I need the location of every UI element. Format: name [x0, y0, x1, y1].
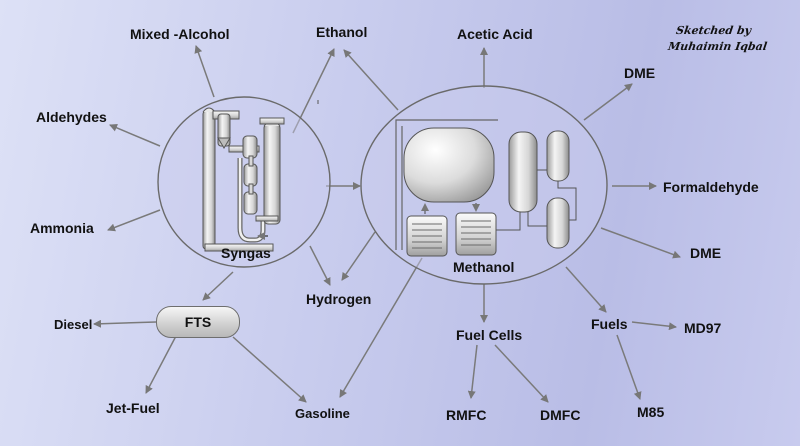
label-dme-right: DME: [690, 245, 722, 261]
label-fuels: Fuels: [591, 316, 628, 332]
label-jet-fuel: Jet-Fuel: [106, 400, 160, 416]
label-acetic-acid: Acetic Acid: [457, 26, 533, 42]
arrow-syngas-mixed-alcohol: [194, 45, 215, 98]
label-formaldehyde: Formaldehyde: [663, 179, 759, 195]
label-hydrogen: Hydrogen: [306, 291, 372, 307]
fts-node: FTS: [156, 306, 240, 338]
arrow-syngas-aldehydes: [109, 124, 161, 147]
label-mixed-alcohol: Mixed -Alcohol: [130, 26, 230, 42]
arrow-methanol-dme-right: [600, 227, 681, 259]
arrow-syngas-fts: [202, 271, 234, 301]
arrow-syngas-hydrogen: [309, 245, 331, 286]
label-fuel-cells: Fuel Cells: [456, 327, 523, 343]
label-dme-top: DME: [624, 65, 656, 81]
label-md97: MD97: [684, 320, 722, 336]
label-ethanol: Ethanol: [316, 24, 368, 40]
arrow-fuelcells-dmfc: [494, 344, 549, 403]
fts-label: FTS: [184, 314, 212, 330]
syngas-apparatus-icon: [202, 107, 285, 252]
arrow-fuelcells-rmfc: [467, 344, 478, 399]
label-rmfc: RMFC: [446, 407, 487, 423]
label-syngas: Syngas: [221, 245, 271, 261]
label-aldehydes: Aldehydes: [36, 109, 107, 125]
arrow-methanol-dme-top: [583, 83, 633, 121]
label-m85: M85: [637, 404, 665, 420]
arrow-methanol-gasoline: [339, 257, 423, 398]
label-gasoline: Gasoline: [295, 406, 350, 421]
label-methanol: Methanol: [453, 259, 515, 275]
arrow-fts-jet-fuel: [145, 335, 177, 394]
arrow-fuels-m85: [616, 334, 642, 400]
arrow-syngas-ethanol: [292, 48, 335, 134]
label-dmfc: DMFC: [540, 407, 581, 423]
arrow-methanol-ethanol: [343, 49, 399, 111]
arrow-methanol-hydrogen: [341, 231, 376, 281]
arrow-fts-gasoline: [232, 336, 307, 403]
arrow-fuels-md97: [631, 321, 677, 331]
arrow-methanol-fuels: [565, 266, 607, 313]
label-ammonia: Ammonia: [30, 220, 94, 236]
signature-line2: Muhaimin Iqbal: [667, 40, 768, 53]
methanol-apparatus-icon: [395, 119, 577, 257]
arrow-syngas-ammonia: [107, 209, 161, 232]
arrow-fts-diesel: [93, 319, 157, 328]
label-diesel: Diesel: [54, 317, 93, 332]
signature-line1: Sketched by: [675, 24, 752, 37]
